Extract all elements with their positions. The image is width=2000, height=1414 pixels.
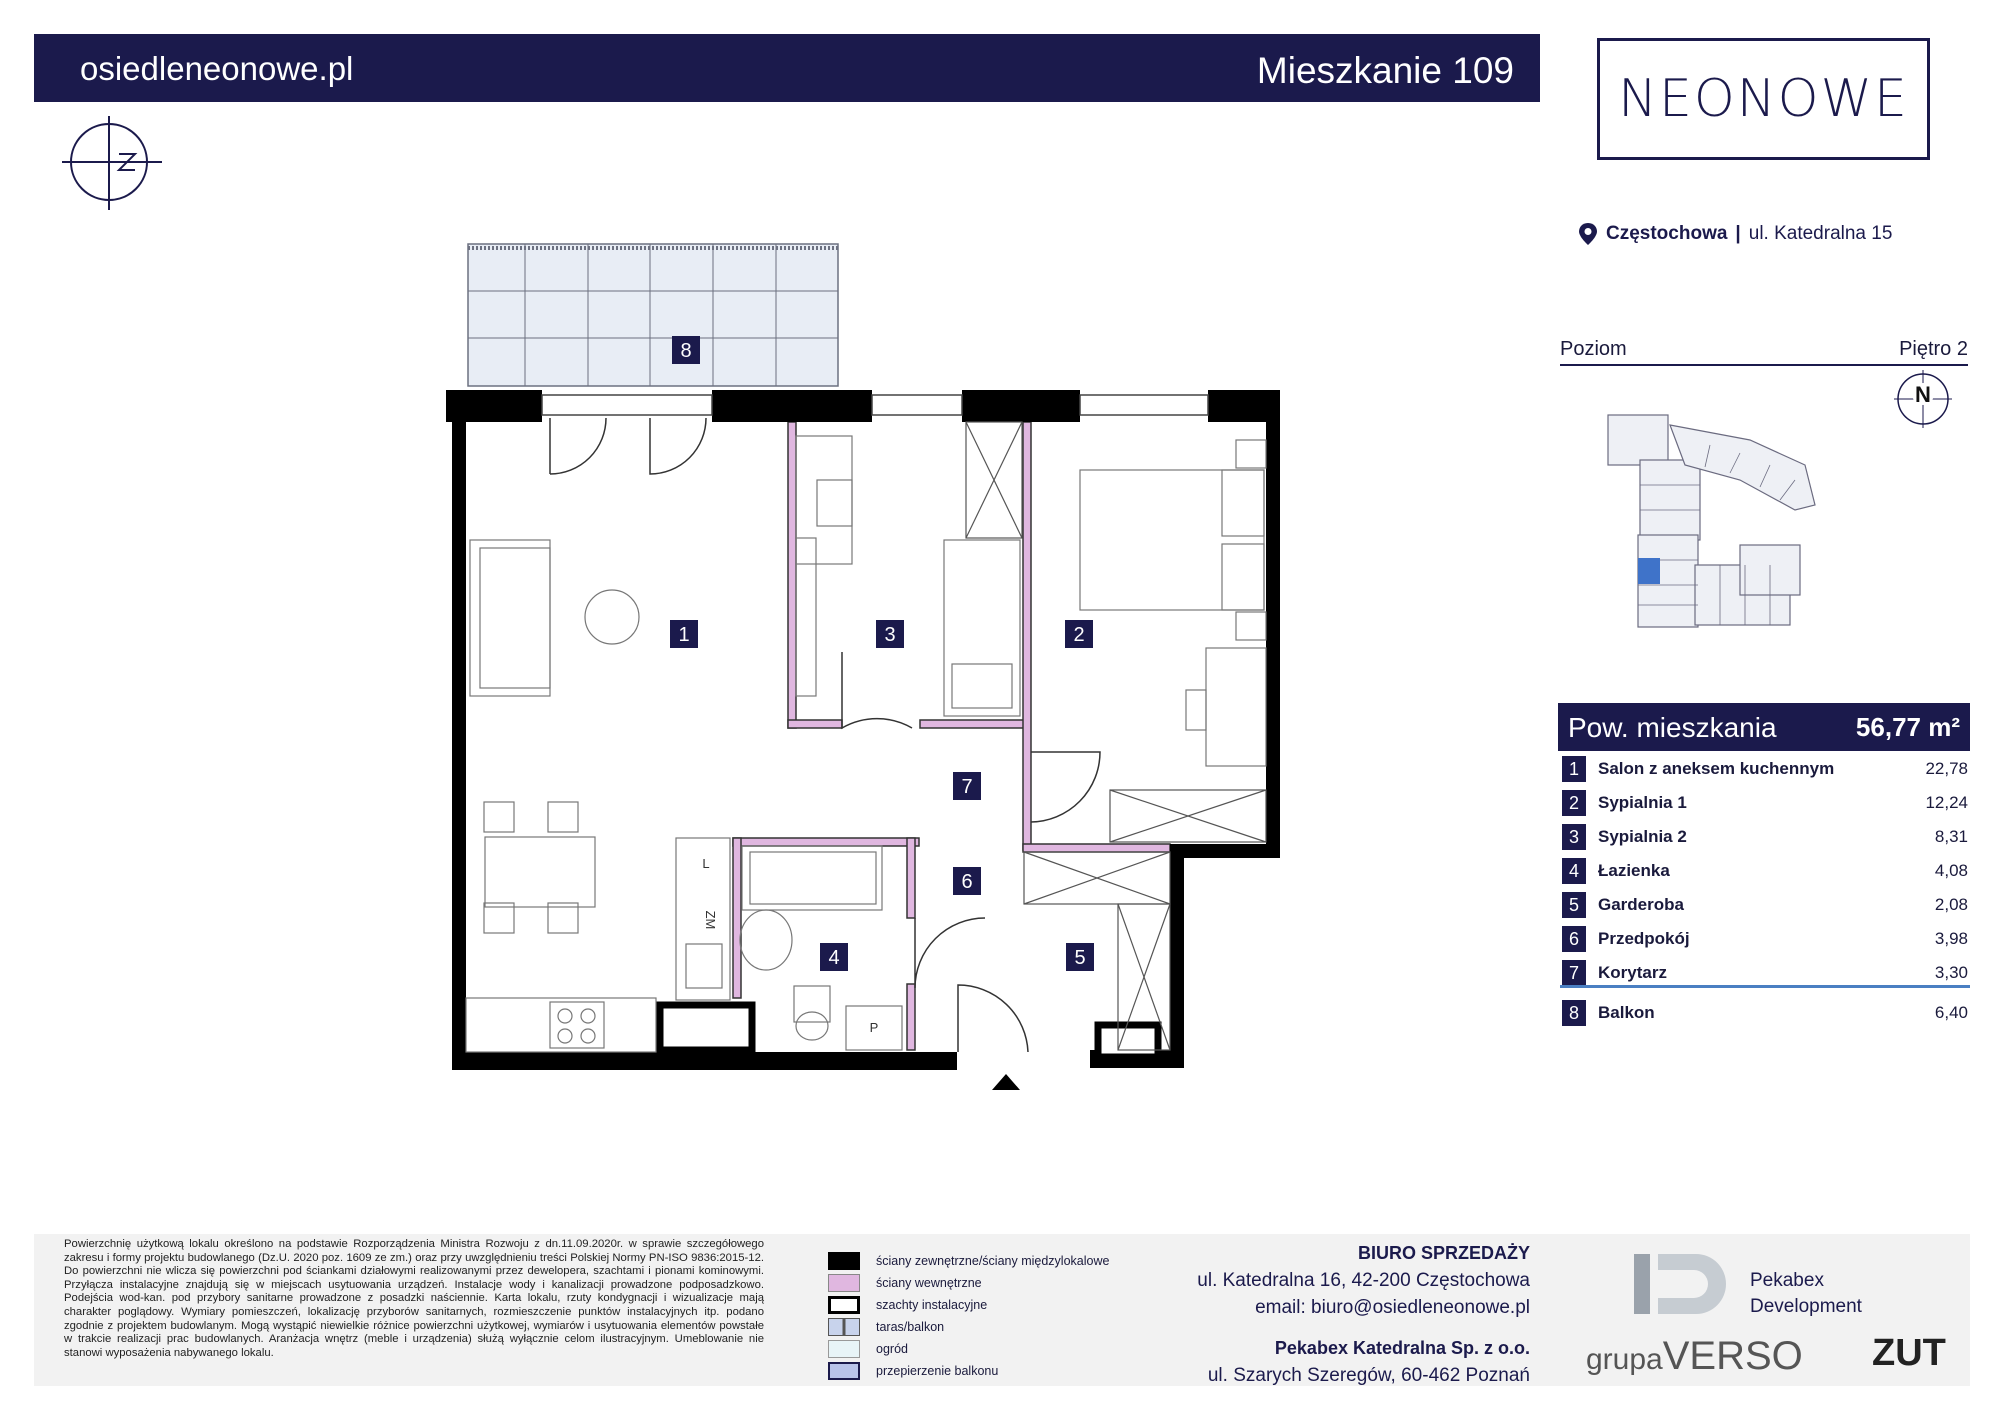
sales-office: BIURO SPRZEDAŻY ul. Katedralna 16, 42-20…	[1197, 1240, 1530, 1389]
company-address: ul. Szarych Szeregów, 60-462 Poznań	[1207, 1365, 1530, 1386]
legend-item: przepierzenie balkonu	[828, 1360, 998, 1382]
room-area: 12,24	[1925, 793, 1968, 812]
level-label: Poziom	[1560, 338, 1627, 360]
room-number: 4	[1562, 858, 1586, 884]
disclaimer: Powierzchnię użytkową lokalu określono n…	[64, 1238, 764, 1359]
legend-label: taras/balkon	[876, 1320, 945, 1334]
room-area: 3,30	[1934, 963, 1968, 982]
room-tag-7: 7	[961, 776, 972, 798]
legend-item: taras/balkon	[828, 1316, 944, 1338]
key-plan	[1607, 414, 1816, 628]
legend-item: ściany wewnętrzne	[828, 1272, 982, 1294]
partner-pekabex: Pekabex Development	[1750, 1270, 1862, 1317]
room-number: 8	[1562, 1000, 1586, 1026]
legend-item: ściany zewnętrzne/ściany międzylokalowe	[828, 1250, 1109, 1272]
header-bar	[34, 34, 1540, 102]
table-separator	[1560, 985, 1970, 988]
entrance-arrow-icon	[992, 1074, 1020, 1090]
room-area: 3,98	[1934, 929, 1968, 948]
room-name: Przedpokój	[1598, 929, 1690, 948]
room-number: 5	[1562, 892, 1586, 918]
room-row: 5 Garderoba 2,08	[1562, 892, 1968, 920]
sales-email[interactable]: email: biuro@osiedleneonowe.pl	[1255, 1297, 1530, 1318]
room-area: 22,78	[1925, 759, 1968, 778]
room-tag-8: 8	[680, 340, 691, 362]
legend-item: szachty instalacyjne	[828, 1294, 987, 1316]
partner-zut: ZUT	[1872, 1332, 1946, 1374]
room-name: Garderoba	[1598, 895, 1684, 914]
room-name: Sypialnia 1	[1598, 793, 1687, 812]
sales-address: ul. Katedralna 16, 42-200 Częstochowa	[1197, 1270, 1530, 1291]
compass-n-icon: N	[1894, 370, 1952, 428]
room-area: 4,08	[1934, 861, 1968, 880]
room-row: 7 Korytarz 3,30	[1562, 960, 1968, 988]
room-tag-2: 2	[1073, 624, 1084, 646]
company-name: Pekabex Katedralna Sp. z o.o.	[1274, 1338, 1530, 1358]
legend-item: ogród	[828, 1338, 908, 1360]
room-row: 6 Przedpokój 3,98	[1562, 926, 1968, 954]
address-city: Częstochowa	[1606, 223, 1728, 244]
level-row: Poziom Piętro 2	[1560, 338, 1968, 366]
fixture-l: L	[702, 856, 709, 871]
page-title: Mieszkanie 109	[1256, 50, 1514, 91]
legend-swatch	[828, 1274, 860, 1292]
area-header-value: 56,77 m²	[1855, 712, 1960, 742]
legend-label: ściany zewnętrzne/ściany międzylokalowe	[876, 1254, 1110, 1268]
room-row: 2 Sypialnia 1 12,24	[1562, 790, 1968, 818]
address-street: ul. Katedralna 15	[1748, 223, 1893, 244]
location-pin-icon	[1579, 223, 1597, 245]
legend-label: przepierzenie balkonu	[876, 1364, 999, 1378]
room-name: Sypialnia 2	[1598, 827, 1687, 846]
legend-label: ściany wewnętrzne	[876, 1276, 982, 1290]
area-header: Pow. mieszkania 56,77 m²	[1558, 703, 1970, 751]
room-name: Balkon	[1598, 1003, 1655, 1022]
room-area: 8,31	[1934, 827, 1968, 846]
room-tag-3: 3	[884, 624, 895, 646]
pekabex-logo-icon	[1634, 1254, 1726, 1314]
area-header-label: Pow. mieszkania	[1568, 712, 1777, 743]
sales-title: BIURO SPRZEDAŻY	[1357, 1243, 1530, 1263]
legend-swatch	[828, 1362, 860, 1380]
site-url[interactable]: osiedleneonowe.pl	[80, 50, 354, 87]
address: Częstochowa | ul. Katedralna 15	[1578, 222, 1892, 246]
room-area: 2,08	[1934, 895, 1968, 914]
balcony	[467, 243, 839, 387]
room-row: 3 Sypialnia 2 8,31	[1562, 824, 1968, 852]
room-tag-5: 5	[1074, 947, 1085, 969]
legend-label: ogród	[876, 1342, 908, 1356]
legend-swatch	[828, 1296, 860, 1314]
legend-swatch	[828, 1340, 860, 1358]
level-value: Piętro 2	[1899, 338, 1968, 360]
room-row: 1 Salon z aneksem kuchennym 22,78	[1562, 756, 1968, 784]
apartment-highlight	[1638, 558, 1660, 584]
compass-icon	[62, 116, 162, 210]
room-name: Salon z aneksem kuchennym	[1598, 759, 1835, 778]
legend-swatch	[828, 1252, 860, 1270]
floor-plan: 1 2 3 4 5 6 7 8 L ZM P 0 1 2 3m	[446, 243, 1280, 1090]
fixture-zm: ZM	[703, 911, 718, 930]
room-name: Łazienka	[1598, 861, 1670, 880]
legend-label: szachty instalacyjne	[876, 1298, 988, 1312]
room-number: 3	[1562, 824, 1586, 850]
logo: NEONOWE	[1597, 38, 1930, 160]
room-row: 8 Balkon 6,40	[1562, 1000, 1968, 1028]
logo-text: NEONOWE	[1618, 69, 1909, 129]
partner-verso: grupaVERSO	[1586, 1334, 1803, 1378]
room-number: 7	[1562, 960, 1586, 986]
fixture-p: P	[870, 1020, 879, 1035]
room-number: 6	[1562, 926, 1586, 952]
room-tag-1: 1	[678, 624, 689, 646]
room-area: 6,40	[1934, 1003, 1968, 1022]
compass-n-label: N	[1915, 382, 1931, 407]
room-tag-6: 6	[961, 871, 972, 893]
room-number: 1	[1562, 756, 1586, 782]
legend-swatch	[828, 1318, 860, 1336]
room-tag-4: 4	[828, 947, 839, 969]
room-row: 4 Łazienka 4,08	[1562, 858, 1968, 886]
room-number: 2	[1562, 790, 1586, 816]
room-name: Korytarz	[1598, 963, 1667, 982]
address-separator: |	[1735, 223, 1741, 244]
